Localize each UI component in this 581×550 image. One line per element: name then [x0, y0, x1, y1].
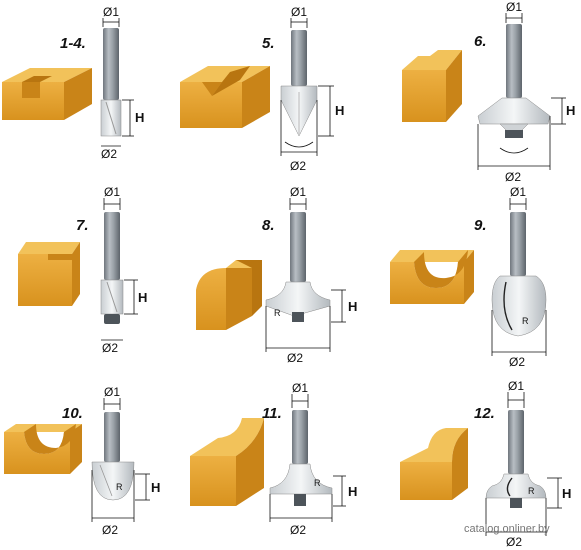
bit-label-12: 12.	[474, 405, 495, 422]
height-label-6: H	[566, 103, 575, 118]
router-bit-8	[265, 212, 331, 322]
radius-label-12: R	[528, 486, 535, 496]
radius-label-11: R	[314, 478, 321, 488]
watermark: catalog.onliner.by	[464, 523, 550, 535]
wood-sample-9	[390, 250, 474, 304]
bit-label-8: 8.	[262, 217, 275, 234]
height-label-11: H	[348, 484, 357, 499]
cutter-dia-label-1-4: Ø2	[101, 147, 117, 161]
cutter-dia-label-12: Ø2	[506, 535, 522, 549]
bit-label-6: 6.	[474, 33, 487, 50]
router-bit-5	[280, 30, 318, 137]
shank-dia-label-1-4: Ø1	[103, 5, 119, 19]
wood-sample-6	[402, 50, 462, 122]
bit-label-10: 10.	[62, 405, 83, 422]
height-label-10: H	[151, 480, 160, 495]
shank-dia-label-6: Ø1	[506, 0, 522, 14]
router-bit-1-4	[100, 28, 122, 137]
wood-sample-7	[18, 242, 80, 306]
height-label-1-4: H	[135, 110, 144, 125]
dimension-lines-5	[280, 18, 334, 156]
cutter-dia-label-10: Ø2	[102, 523, 118, 537]
height-label-12: H	[562, 486, 571, 501]
wood-sample-12	[400, 428, 468, 500]
cutter-dia-label-8: Ø2	[287, 351, 303, 365]
bit-label-11: 11.	[262, 405, 282, 422]
router-bit-12	[485, 410, 547, 508]
dimension-lines-12	[485, 392, 562, 536]
router-bit-7	[100, 212, 124, 324]
wood-sample-5	[180, 66, 270, 128]
cutter-dia-label-5: Ø2	[290, 159, 306, 173]
dimension-lines-9	[491, 198, 547, 356]
shank-dia-label-5: Ø1	[291, 5, 307, 19]
wood-sample-1-4	[2, 68, 92, 120]
router-bit-6	[477, 24, 551, 138]
radius-label-8: R	[274, 308, 281, 318]
dimension-lines-1-4	[101, 18, 134, 147]
wood-sample-10	[4, 424, 82, 474]
height-label-8: H	[348, 299, 357, 314]
wood-sample-8	[196, 260, 262, 330]
dimension-lines-11	[269, 394, 346, 522]
bit-label-9: 9.	[474, 217, 487, 234]
cutter-dia-label-11: Ø2	[290, 523, 306, 537]
shank-dia-label-11: Ø1	[292, 381, 308, 395]
router-bit-9	[491, 212, 547, 337]
dimension-lines-8	[265, 198, 346, 352]
dimension-lines-7	[101, 198, 138, 341]
radius-label-10: R	[116, 482, 123, 492]
dimension-lines-10	[91, 398, 150, 522]
height-label-7: H	[138, 290, 147, 305]
shank-dia-label-12: Ø1	[508, 379, 524, 393]
cutter-dia-label-7: Ø2	[102, 341, 118, 355]
cutter-dia-label-6: Ø2	[505, 170, 521, 184]
bit-label-5: 5.	[262, 35, 275, 52]
shank-dia-label-10: Ø1	[104, 385, 120, 399]
bit-label-1-4: 1-4.	[60, 35, 86, 52]
router-bit-10	[91, 412, 135, 501]
wood-sample-11	[190, 418, 264, 506]
cutter-dia-label-9: Ø2	[509, 355, 525, 369]
dimension-lines-6	[477, 13, 566, 170]
router-bit-11	[269, 410, 333, 506]
shank-dia-label-9: Ø1	[510, 185, 526, 199]
radius-label-9: R	[522, 316, 529, 326]
shank-dia-label-8: Ø1	[290, 185, 306, 199]
shank-dia-label-7: Ø1	[104, 185, 120, 199]
height-label-5: H	[335, 103, 344, 118]
bit-label-7: 7.	[76, 217, 89, 234]
